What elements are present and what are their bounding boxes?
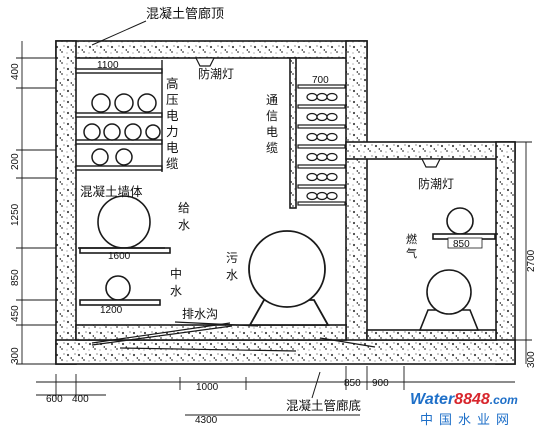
label-sewage: 污水 — [226, 251, 238, 282]
main-top-slab — [55, 40, 368, 59]
dim-tray-comm: 700 — [312, 75, 329, 86]
hv-tray-4 — [75, 165, 163, 171]
hv-cable — [137, 93, 157, 113]
dim-pipe-reclaimed: 1200 — [100, 305, 123, 316]
hv-cable — [124, 123, 142, 141]
label-top-title: 混凝土管廊顶 — [146, 6, 224, 22]
label-concrete-wall: 混凝土墙体 — [80, 184, 143, 199]
moisture-proof-lamp-left-icon — [195, 57, 215, 67]
diagram-labels: 混凝土管廊顶 防潮灯 高压电力电缆 通信电缆 混凝土墙体 给水 中水 污水 防潮… — [80, 6, 454, 413]
label-lamp-right: 防潮灯 — [418, 176, 454, 191]
hv-cable — [91, 148, 109, 166]
dim-pipe-gas: 850 — [453, 239, 470, 250]
moisture-proof-lamp-right-icon — [421, 158, 441, 168]
dim-bottom-600: 600 — [46, 394, 63, 405]
hv-cable — [145, 124, 161, 140]
dim-left-400: 400 — [10, 63, 21, 80]
main-right-wall — [345, 40, 368, 350]
concrete-structure — [55, 40, 516, 365]
right-top-slab — [345, 141, 516, 160]
hv-cable — [91, 93, 111, 113]
high-voltage-cable-trays — [75, 60, 163, 172]
label-comm-cable: 通信电缆 — [266, 93, 278, 155]
dim-left-850: 850 — [10, 269, 21, 286]
bottom-slab — [55, 339, 516, 365]
dim-bottom-1000: 1000 — [196, 382, 219, 393]
label-high-voltage: 高压电力电缆 — [166, 76, 179, 171]
dim-left-200: 200 — [10, 153, 21, 170]
watermark-logo: Water8848.com 中国水业网 — [410, 391, 518, 428]
hv-tray-2 — [75, 112, 163, 118]
dim-right-2700: 2700 — [526, 249, 537, 272]
label-reclaimed: 中水 — [170, 266, 182, 298]
right-right-wall — [495, 141, 516, 365]
hv-cable — [103, 123, 121, 141]
label-gas: 燃气 — [406, 232, 417, 260]
gas-pipe — [418, 207, 496, 331]
comm-cable-trays — [297, 84, 346, 206]
comm-cables — [306, 92, 338, 201]
label-water-supply: 给水 — [178, 201, 190, 232]
hv-cable — [83, 123, 101, 141]
dim-bottom-total: 4300 — [195, 415, 218, 426]
comm-bay-wall — [289, 57, 297, 209]
label-bottom-title: 混凝土管廊底 — [286, 398, 361, 413]
right-floor-bench — [366, 329, 497, 341]
watermark-brand: Water8848.com — [410, 391, 518, 408]
label-lamp-left: 防潮灯 — [198, 66, 234, 81]
main-left-wall — [55, 40, 77, 365]
dim-right-300: 300 — [526, 351, 537, 368]
watermark-subtitle: 中国水业网 — [420, 413, 515, 428]
hv-tray-3 — [75, 139, 163, 145]
hv-cables — [83, 93, 161, 166]
drain-ditch — [91, 321, 376, 352]
dim-tray-hv: 1100 — [97, 60, 119, 71]
hv-tray-1 — [75, 68, 163, 74]
main-floor-bench — [75, 324, 347, 341]
sewage-pipe — [248, 230, 330, 326]
hv-cable — [114, 93, 134, 113]
dim-bottom-850: 850 — [344, 378, 361, 389]
reclaimed-water-pipe — [79, 275, 161, 306]
dim-pipe-supply: 1600 — [108, 251, 131, 262]
dimension-labels: 1100 700 1600 1200 850 1000 850 900 600 … — [10, 41, 537, 426]
dim-left-1250: 1250 — [10, 203, 21, 226]
dim-left-300: 300 — [10, 347, 21, 364]
water-supply-pipe — [78, 195, 171, 254]
hv-cable — [115, 148, 133, 166]
dim-left-450: 450 — [10, 305, 21, 322]
dim-bottom-400: 400 — [72, 394, 89, 405]
label-drain-ditch: 排水沟 — [182, 307, 218, 321]
dim-bottom-900: 900 — [372, 378, 389, 389]
